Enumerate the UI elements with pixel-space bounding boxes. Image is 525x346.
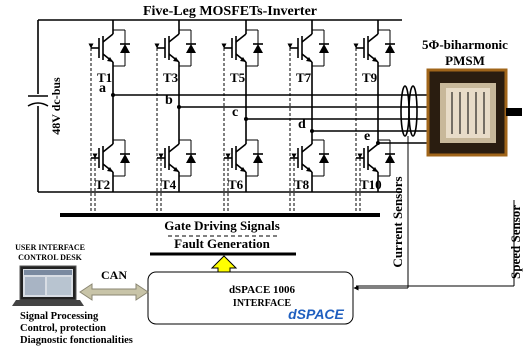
ui-label-line2: CONTROL DESK (18, 253, 83, 262)
can-double-arrow (79, 283, 149, 301)
fault-generation-label: Fault Generation (174, 236, 270, 251)
gate-driving-label: Gate Driving Signals (164, 218, 280, 233)
dspace-box-line1: dSPACE 1006 (229, 284, 296, 296)
transistor-label-top-4: T7 (296, 70, 312, 85)
transistor-label-bottom-4: T8 (294, 177, 310, 192)
motor-label-line1: 5Φ-biharmonic (422, 37, 508, 52)
transistor-label-top-1: T1 (97, 70, 112, 85)
transistor-label-top-5: T9 (362, 70, 378, 85)
laptop-icon (12, 265, 84, 306)
current-sensor-rings (400, 85, 418, 137)
phase-label-a: a (99, 81, 106, 96)
phase-label-b: b (165, 93, 173, 108)
transistor-label-bottom-3: T6 (228, 177, 244, 192)
svg-text:dSPACE: dSPACE (288, 306, 344, 322)
dc-bus-capacitor (27, 94, 49, 107)
motor-label-line2: PMSM (445, 53, 485, 68)
speed-sensor-label: Speed Sensor (508, 205, 523, 279)
can-label: CAN (101, 268, 127, 282)
transistor-label-top-3: T5 (230, 70, 246, 85)
pmsm-motor (426, 68, 522, 157)
functions-line3: Diagnostic fonctionalities (20, 335, 133, 346)
phase-label-e: e (364, 129, 370, 144)
current-sensors-label: Current Sensors (390, 176, 405, 267)
transistor-label-bottom-5: T10 (360, 177, 382, 192)
phase-label-c: c (232, 105, 238, 120)
functions-line1: Signal Processing (20, 311, 99, 322)
dc-bus-label: 48V dc-bus (49, 77, 63, 135)
yellow-up-arrow (210, 255, 238, 275)
transistor-label-top-2: T3 (163, 70, 179, 85)
functions-line2: Control, protection (20, 323, 106, 334)
phase-label-d: d (298, 117, 306, 132)
ui-label-line1: USER INTERFACE (15, 243, 85, 252)
phase-output-wires: a b c d e (99, 81, 440, 145)
dspace-logo: dSPACE (284, 306, 348, 322)
transistor-label-bottom-1: T2 (95, 177, 110, 192)
transistor-label-bottom-2: T4 (161, 177, 177, 192)
inverter-title: Five-Leg MOSFETs-Inverter (143, 4, 317, 19)
dspace-box-line2: INTERFACE (233, 298, 291, 309)
